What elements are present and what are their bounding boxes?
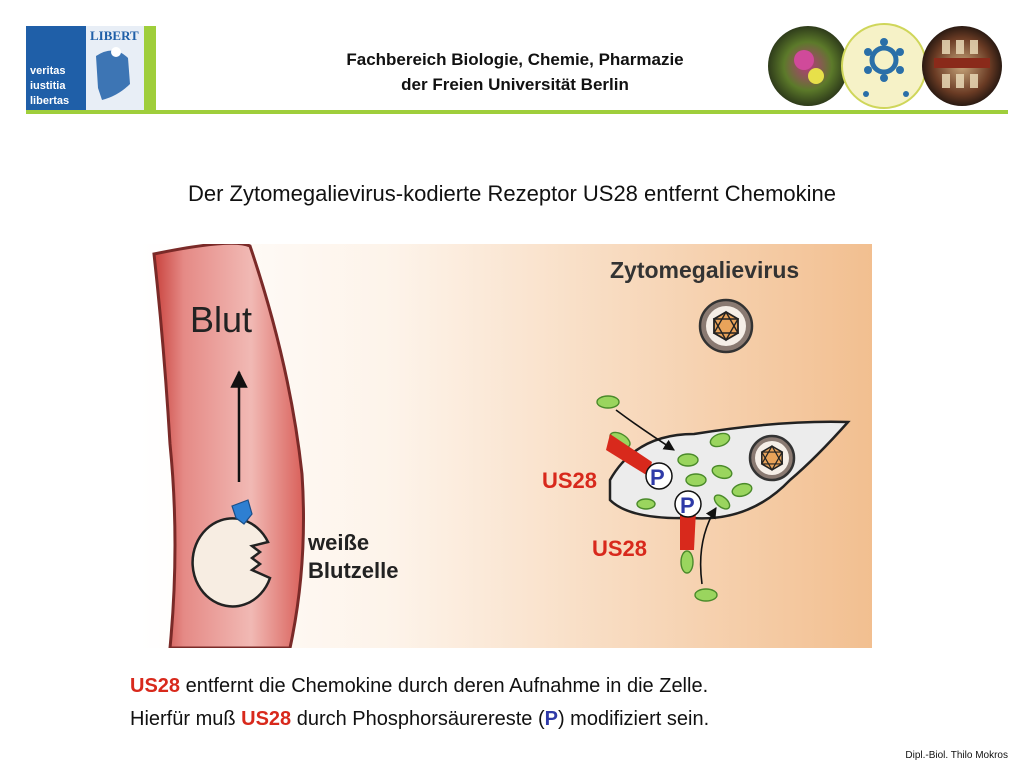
chemokine [596,395,620,409]
phospho-label-upper: P [650,465,665,490]
phospho-circle-upper [645,462,673,490]
chemokine [709,432,731,448]
chemokine [731,482,753,498]
author-credit: Dipl.-Biol. Thilo Mokros [905,750,1008,761]
molecule-photo [841,23,927,109]
university-logo: LIBERT veritas iustitia libertas [26,26,156,112]
header-line-2: der Freien Universität Berlin [401,75,629,94]
free-virus [698,298,754,354]
caption: US28 entfernt die Chemokine durch deren … [130,670,930,736]
uptake-arrow-upper [615,409,675,451]
chemokine [677,453,699,467]
blood-label: Blut [190,299,252,340]
uptake-arrow-lower [699,507,717,585]
caption-phospho-term: P [544,708,558,730]
header-line-1: Fachbereich Biologie, Chemie, Pharmazie [346,50,684,69]
logo-word-iustitia: iustitia [30,80,66,92]
chemokines [596,395,753,602]
white-cell-receptor [231,499,253,525]
chemokine [680,550,694,574]
chemokine [685,473,707,487]
header-photos [768,23,1002,109]
us28-label-upper: US28 [542,468,597,493]
us28-label-lower: US28 [592,536,647,561]
caption-us28-term-1: US28 [130,675,181,697]
caption-line-1-text: entfernt die Chemokine durch deren Aufna… [180,675,709,697]
white-cell-label-line2: Blutzelle [308,558,398,583]
virus-label: Zytomegalievirus [610,257,799,283]
chemokine [694,588,718,602]
logo-banner-text: LIBERT [90,28,139,43]
slide-title: Der Zytomegalievirus-kodierte Rezeptor U… [187,181,837,206]
caption-line-2-pre: Hierfür muß [130,708,242,730]
white-blood-cell [191,499,272,608]
caption-line-2-mid: durch Phosphorsäurereste ( [291,708,545,730]
phospho-label-lower: P [680,493,695,518]
chemokine [713,494,731,510]
white-cell-label-line1: weiße [307,530,369,555]
us28-receptor-upper [606,434,652,476]
caption-line-2-end: ) modifiziert sein. [557,708,710,730]
us28-diagram: Blut weiße Blutzelle Zytomegalievirus P [140,244,872,648]
logo-word-veritas: veritas [30,65,65,77]
chemokine [636,498,656,510]
caption-us28-term-2: US28 [241,708,292,730]
intracellular-virus [748,434,796,482]
department-header: Fachbereich Biologie, Chemie, Pharmazie … [220,47,810,97]
phospho-circle-lower [674,490,702,518]
chemokine [711,464,733,480]
header-divider [26,110,1008,114]
caption-line-2: Hierfür muß US28 durch Phosphorsäurerest… [130,703,930,736]
caption-line-1: US28 entfernt die Chemokine durch deren … [130,670,930,703]
us28-receptor-lower [680,510,696,550]
blood-vessel [152,244,305,648]
logo-word-libertas: libertas [30,95,69,107]
